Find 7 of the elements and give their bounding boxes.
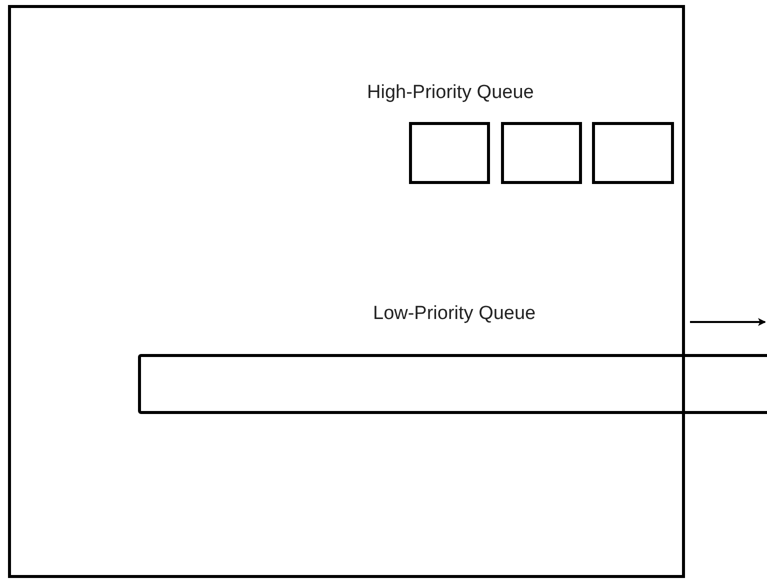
- queue-slot-box: [592, 122, 674, 184]
- queue-label: Low-Priority Queue: [373, 303, 536, 325]
- container-box: [8, 5, 685, 578]
- queue-label: High-Priority Queue: [367, 82, 534, 104]
- queue-slot-box: [501, 122, 582, 184]
- queue-slot-box: [409, 122, 490, 184]
- queue-bar: [138, 354, 767, 414]
